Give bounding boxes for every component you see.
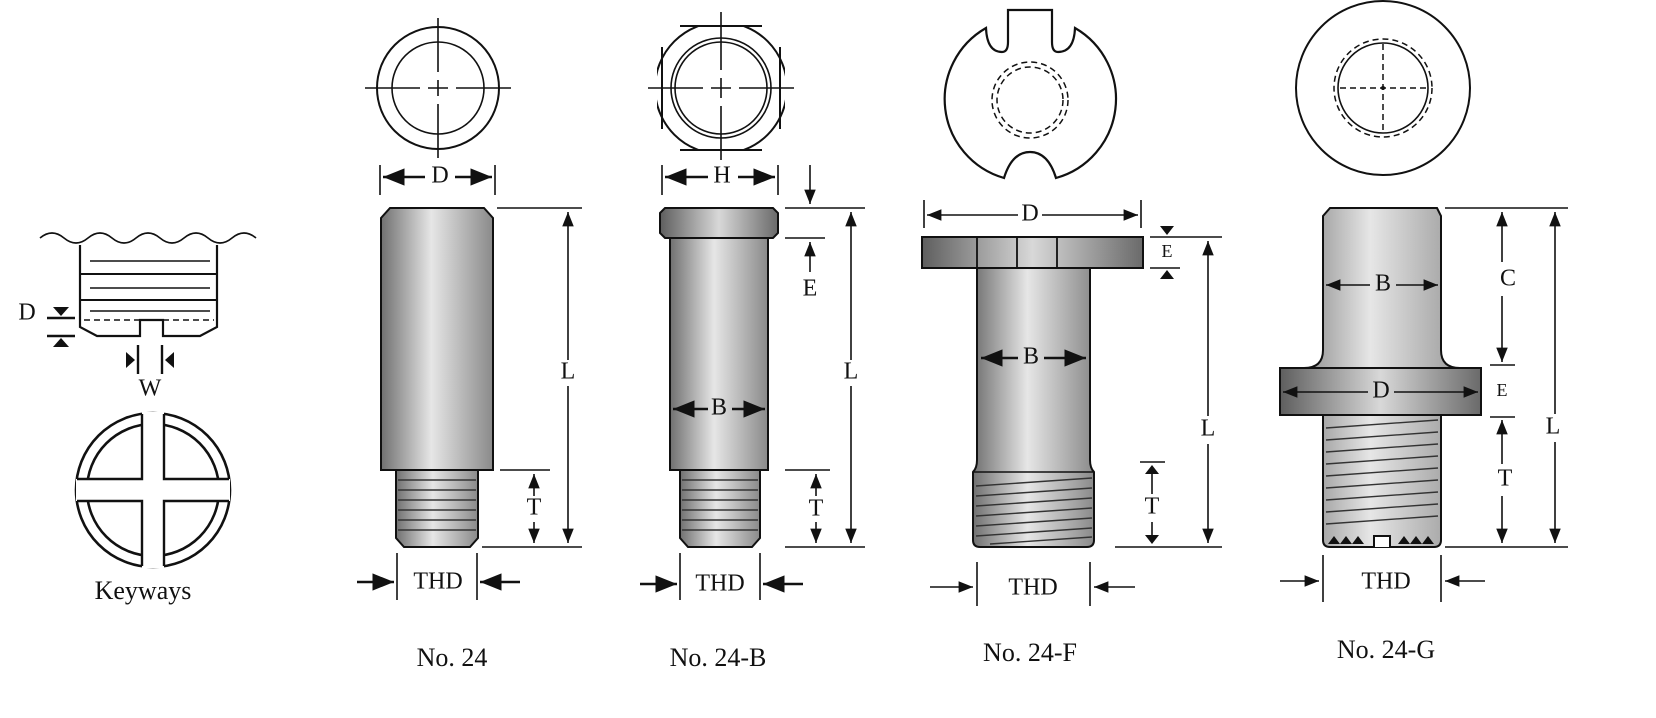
- keyway-depth-label: D: [18, 300, 35, 326]
- dim-D: D: [1021, 201, 1038, 227]
- dim-THD: THD: [695, 571, 744, 597]
- dim-THD: THD: [1361, 569, 1410, 595]
- dim-L: L: [1201, 416, 1216, 442]
- thread: [679, 469, 761, 548]
- dim-D: D: [1372, 378, 1389, 404]
- dim-E: E: [1497, 380, 1508, 400]
- part-caption: No. 24-G: [1337, 635, 1435, 664]
- dim-T: T: [527, 495, 542, 521]
- part-no-24-b: H E L B T THD No. 24-B: [640, 12, 865, 672]
- part-caption: No. 24-B: [670, 643, 767, 672]
- hex-head: [659, 207, 779, 239]
- dim-E: E: [803, 276, 818, 302]
- keyway-side-view: [78, 245, 219, 338]
- drive-slot: [1373, 535, 1391, 547]
- dim-B: B: [711, 395, 727, 421]
- dim-THD: THD: [413, 569, 462, 595]
- centerline: [365, 18, 511, 158]
- keyways-title: Keyways: [95, 576, 192, 605]
- dim-B: B: [1023, 344, 1039, 370]
- keyway-end-view: [74, 411, 232, 569]
- slotted-top-view: [943, 8, 1118, 180]
- dim-L: L: [1546, 414, 1561, 440]
- dim-C: C: [1500, 266, 1516, 292]
- keyways-detail: D W Keyways: [18, 232, 257, 605]
- dim-T: T: [1145, 494, 1160, 520]
- shank: [972, 267, 1095, 548]
- dim-T: T: [809, 496, 824, 522]
- part-no-24: D L T THD No. 24: [357, 18, 582, 672]
- dim-T: T: [1498, 466, 1513, 492]
- thread: [395, 469, 479, 548]
- part-caption: No. 24: [417, 643, 488, 672]
- centerline: [648, 12, 794, 160]
- shank: [669, 237, 769, 471]
- shank: [380, 207, 494, 471]
- break-line: [39, 232, 257, 244]
- dim-E: E: [1162, 241, 1173, 261]
- flange-head: [921, 236, 1144, 269]
- dim-B: B: [1375, 271, 1391, 297]
- dim-D: D: [431, 163, 448, 189]
- dim-L: L: [561, 359, 576, 385]
- keyway-width-label: W: [139, 376, 162, 402]
- dim-H: H: [713, 163, 730, 189]
- part-no-24-f: D E L B T THD No. 24-F: [921, 8, 1222, 667]
- dim-L: L: [844, 359, 859, 385]
- part-caption: No. 24-F: [983, 638, 1077, 667]
- part-no-24-g: C E T L B D THD No. 24-G: [1279, 0, 1568, 664]
- dim-THD: THD: [1008, 575, 1057, 601]
